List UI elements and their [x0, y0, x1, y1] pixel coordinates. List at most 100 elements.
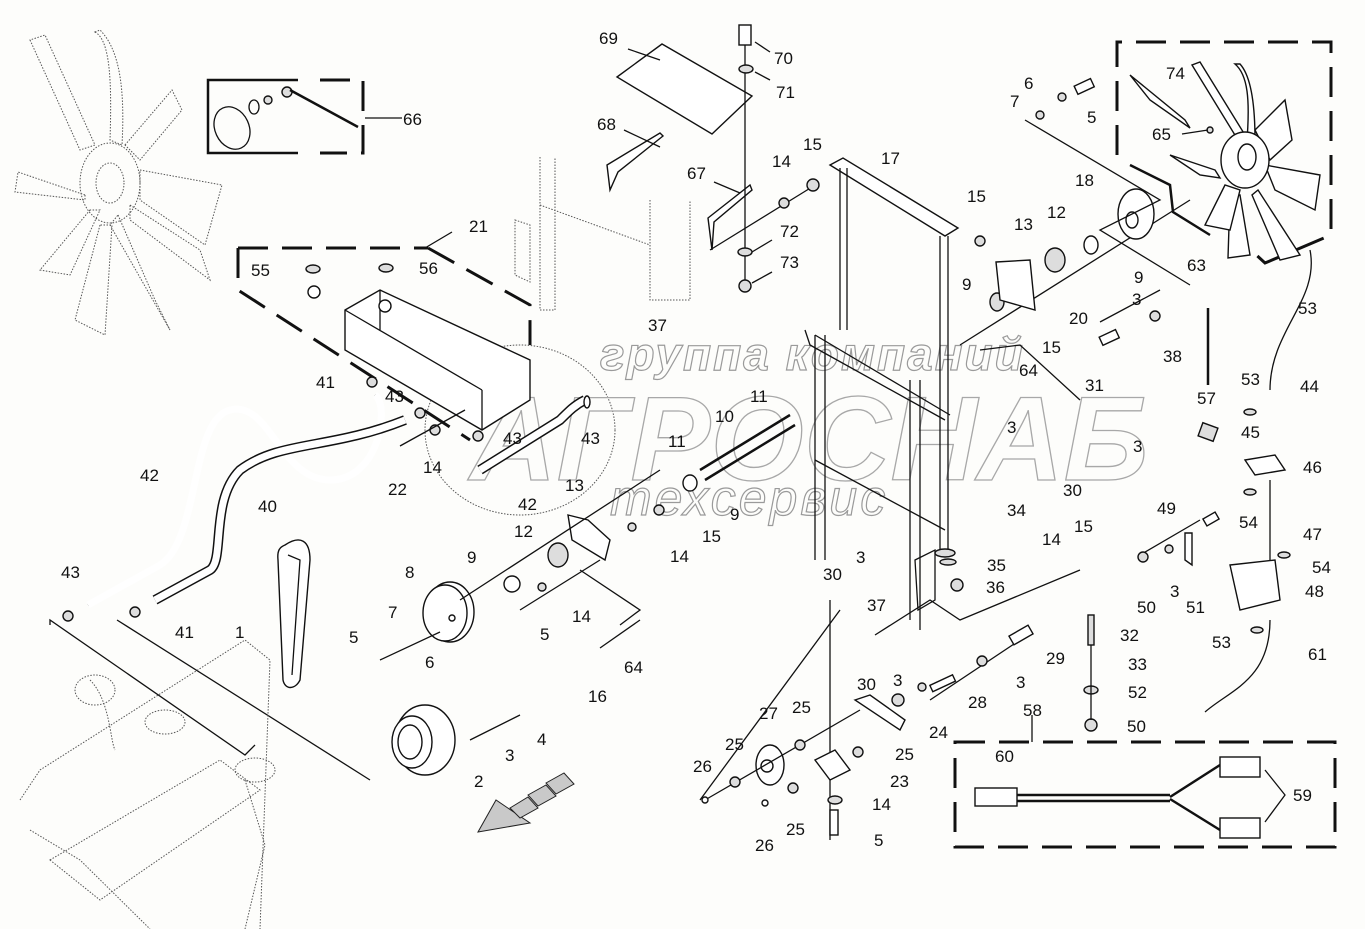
callout-32: 32: [1120, 626, 1139, 645]
callout-8: 8: [405, 563, 414, 582]
callout-5: 5: [874, 831, 883, 850]
callout-66: 66: [403, 110, 422, 129]
callout-5: 5: [540, 625, 549, 644]
tank-kit-21-box: [236, 231, 532, 442]
callout-41: 41: [316, 373, 335, 392]
fastener-stack-70-73: [709, 24, 820, 293]
callout-44: 44: [1300, 377, 1319, 396]
callout-36: 36: [986, 578, 1005, 597]
callout-5: 5: [349, 628, 358, 647]
callout-23: 23: [890, 772, 909, 791]
callout-59: 59: [1293, 786, 1312, 805]
callout-24: 24: [929, 723, 948, 742]
callout-14: 14: [772, 152, 791, 171]
shaft-10: [699, 413, 796, 482]
callout-12: 12: [1047, 203, 1066, 222]
callout-34: 34: [1007, 501, 1026, 520]
bracket-68: [606, 129, 665, 193]
callout-15: 15: [702, 527, 721, 546]
callout-15: 15: [803, 135, 822, 154]
callout-26: 26: [755, 836, 774, 855]
callout-53: 53: [1241, 370, 1260, 389]
callout-33: 33: [1128, 655, 1147, 674]
callout-20: 20: [1069, 309, 1088, 328]
callout-11: 11: [668, 432, 686, 451]
callout-58: 58: [1023, 701, 1042, 720]
radiator-frame-17: [804, 157, 964, 630]
callout-50: 50: [1137, 598, 1156, 617]
fan-kit-63-box: [1115, 40, 1333, 265]
kit-66-box: [206, 78, 402, 155]
callout-3: 3: [1132, 290, 1141, 309]
callout-30: 30: [823, 565, 842, 584]
callout-26: 26: [693, 757, 712, 776]
callout-3: 3: [856, 548, 865, 567]
callout-42: 42: [140, 466, 159, 485]
callout-50: 50: [1127, 717, 1146, 736]
cover-plate-69: [615, 43, 754, 135]
front-direction-arrow: [477, 772, 575, 833]
callout-64: 64: [1019, 361, 1038, 380]
crank-pulley-2: [391, 704, 456, 776]
callout-17: 17: [881, 149, 900, 168]
callout-4: 4: [537, 730, 546, 749]
watermark-line3: техсервис: [610, 470, 888, 526]
callout-30: 30: [857, 675, 876, 694]
callout-57: 57: [1197, 389, 1216, 408]
callout-63: 63: [1187, 256, 1206, 275]
callout-3: 3: [893, 671, 902, 690]
callout-31: 31: [1085, 376, 1104, 395]
callout-15: 15: [1074, 517, 1093, 536]
stand-context: [514, 157, 691, 311]
callout-28: 28: [968, 693, 987, 712]
callout-13: 13: [565, 476, 584, 495]
callout-2: 2: [474, 772, 483, 791]
drive-belt-1: [277, 539, 311, 689]
hoses: [49, 376, 591, 781]
callout-46: 46: [1303, 458, 1322, 477]
tensioner-assembly: [701, 624, 1034, 836]
callout-25: 25: [895, 745, 914, 764]
callout-53: 53: [1212, 633, 1231, 652]
harness-kit-58-box: [953, 715, 1337, 849]
callout-14: 14: [572, 607, 591, 626]
callout-54: 54: [1312, 558, 1331, 577]
callout-40: 40: [258, 497, 277, 516]
callout-65: 65: [1152, 125, 1171, 144]
engine-context: [19, 639, 276, 929]
callout-35: 35: [987, 556, 1006, 575]
callout-56: 56: [419, 259, 438, 278]
callout-9: 9: [730, 505, 739, 524]
callout-16: 16: [588, 687, 607, 706]
callout-61: 61: [1308, 645, 1327, 664]
callout-51: 51: [1186, 598, 1205, 617]
callout-25: 25: [786, 820, 805, 839]
callout-47: 47: [1303, 525, 1322, 544]
callout-64: 64: [624, 658, 643, 677]
callout-70: 70: [774, 49, 793, 68]
callout-14: 14: [670, 547, 689, 566]
callout-6: 6: [1024, 74, 1033, 93]
callout-15: 15: [1042, 338, 1061, 357]
callout-68: 68: [597, 115, 616, 134]
callout-6: 6: [425, 653, 434, 672]
callout-21: 21: [469, 217, 488, 236]
callout-25: 25: [725, 735, 744, 754]
pulley-8: [422, 581, 475, 643]
callout-1: 1: [235, 623, 244, 642]
callout-27: 27: [759, 704, 778, 723]
callout-71: 71: [776, 83, 795, 102]
callout-37: 37: [648, 316, 667, 335]
callout-7: 7: [1010, 92, 1019, 111]
callout-9: 9: [467, 548, 476, 567]
callout-25: 25: [792, 698, 811, 717]
callout-14: 14: [423, 458, 442, 477]
callout-3: 3: [1170, 582, 1179, 601]
callout-54: 54: [1239, 513, 1258, 532]
sensor-assembly: [1083, 408, 1291, 732]
callout-67: 67: [687, 164, 706, 183]
callout-43: 43: [581, 429, 600, 448]
callout-11: 11: [750, 387, 768, 406]
